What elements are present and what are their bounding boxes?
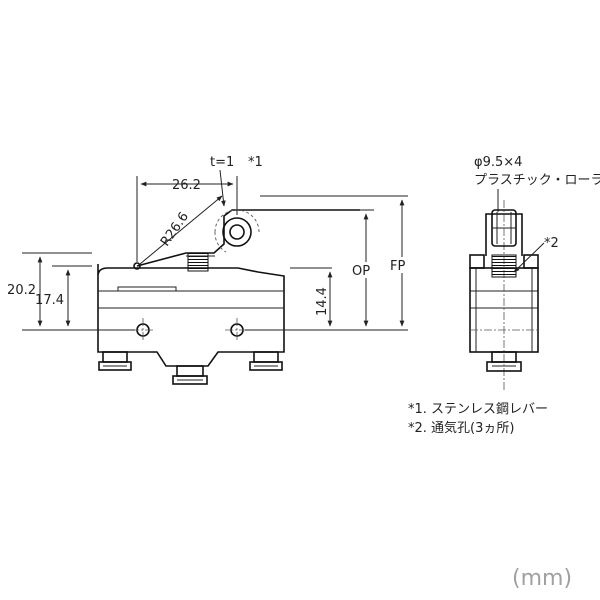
roller-axle <box>229 224 245 240</box>
dim-radius: R26.6 <box>158 210 192 250</box>
side-plunger <box>491 254 517 278</box>
roller <box>222 217 252 247</box>
note-ref-2: *2 <box>544 236 559 251</box>
label-op: OP <box>352 264 370 279</box>
roller-material: プラスチック・ローラ <box>474 173 600 188</box>
dim-height-body: 17.4 <box>35 293 64 308</box>
dim-height-total: 20.2 <box>7 283 36 298</box>
note-1: *1. ステンレス鋼レバー <box>408 402 548 417</box>
side-bracket <box>485 213 523 256</box>
terminal-center <box>172 365 208 385</box>
dim-line-radius <box>139 195 223 265</box>
dim-height-lower: 14.4 <box>315 287 330 316</box>
roller-spec: φ9.5×4 <box>474 155 522 170</box>
front-view: 26.2 t=1 *1 R26.6 20.2 17.4 14.4 OP FP <box>7 155 418 385</box>
switch-body <box>97 264 285 367</box>
note-ref-1: *1 <box>248 155 263 170</box>
note-2: *2. 通気孔(3ヵ所) <box>408 420 514 436</box>
dim-thickness: t=1 <box>210 155 234 170</box>
lever-pivot <box>133 262 141 270</box>
notes: *1. ステンレス鋼レバー *2. 通気孔(3ヵ所) <box>408 402 548 436</box>
side-terminal <box>486 361 522 372</box>
label-fp: FP <box>390 259 405 274</box>
body-top-rib <box>117 286 177 292</box>
side-view: φ9.5×4 プラスチック・ローラ *2 <box>469 155 600 390</box>
dim-width: 26.2 <box>172 178 201 193</box>
terminal-right <box>249 351 283 371</box>
stainless-lever <box>136 209 360 267</box>
unit-label: (mm) <box>512 566 572 591</box>
terminal-left <box>98 351 132 371</box>
